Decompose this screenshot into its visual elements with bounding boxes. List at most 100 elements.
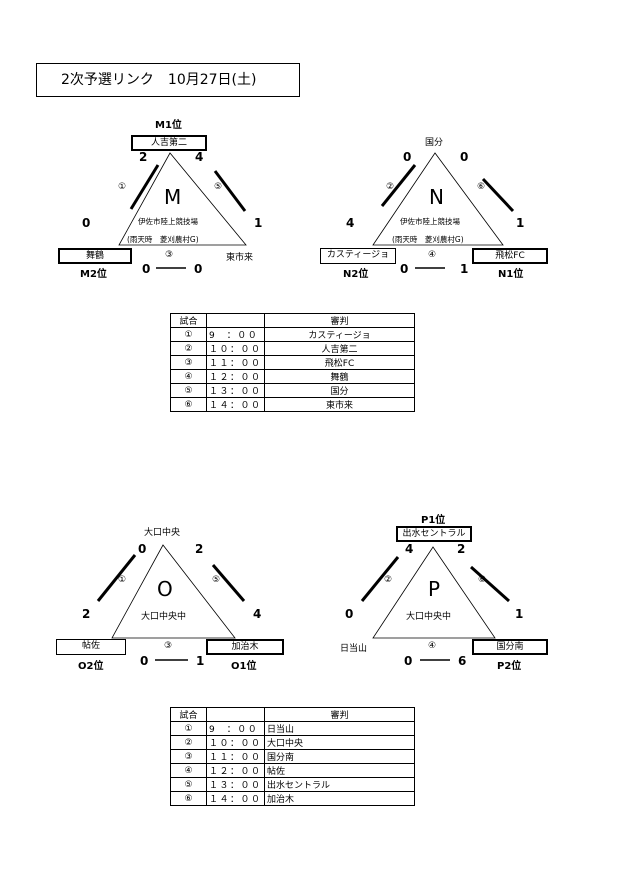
match-number: ② [170, 735, 207, 750]
match-number: ⑥ [170, 791, 207, 806]
group-m-venue: 伊佐市陸上競技場 [138, 217, 198, 226]
group-n-venue-alt: (雨天時 菱刈農村G) [392, 235, 464, 244]
group-n-top-team: 国分 [425, 138, 444, 148]
match-time: １１：００ [206, 749, 265, 764]
page-title: 2次予選リンク 10月27日(土) [36, 63, 300, 97]
group-m-letter: M [164, 185, 182, 209]
referee-team: 日当山 [264, 721, 415, 736]
group-n-left-rank: N2位 [343, 269, 369, 280]
referee-team: 国分南 [264, 749, 415, 764]
header-time [206, 313, 265, 328]
group-n-letter: N [429, 185, 444, 209]
group-n-score-left: 4 [346, 216, 355, 230]
group-m-match-1: ① [118, 182, 127, 192]
group-m-score-right: 1 [254, 216, 263, 230]
match-time: １０：００ [206, 735, 265, 750]
match-time: 9 ：００ [206, 721, 265, 736]
group-m-right-team: 東市来 [226, 253, 254, 263]
group-m-venue-alt: (雨天時 菱刈農村G) [127, 235, 199, 244]
match-number: ⑤ [170, 777, 207, 792]
group-n-match-4: ④ [428, 250, 437, 260]
group-p-right-team: 国分南 [472, 639, 548, 655]
match-time: 9 ：００ [206, 327, 265, 342]
group-n-match-2: ② [386, 182, 395, 192]
group-p-score-top-right: 2 [457, 542, 466, 556]
group-p-diagram: P1位 出水セントラル 4 2 ② ⑥ P 0 1 大口中央中 日当山 ④ 国分… [320, 510, 560, 672]
group-p-score-right: 1 [515, 607, 524, 621]
header-match: 試合 [170, 707, 207, 722]
group-n-score-bottom-left: 0 [400, 262, 409, 276]
group-p-match-2: ② [384, 575, 393, 585]
referee-team: 加治木 [264, 791, 415, 806]
group-m-match-3: ③ [165, 250, 174, 260]
group-o-score-right: 4 [253, 607, 262, 621]
group-p-venue: 大口中央中 [406, 612, 452, 622]
group-m-score-left: 0 [82, 216, 91, 230]
group-n-score-top-left: 0 [403, 150, 412, 164]
group-m-match-5: ⑤ [214, 182, 223, 192]
group-o-score-top-left: 0 [138, 542, 147, 556]
match-time: １２：００ [206, 369, 265, 384]
group-p-score-top-left: 4 [405, 542, 414, 556]
group-o-triangle [96, 544, 246, 661]
group-p-top-rank: P1位 [421, 515, 446, 526]
group-m-diagram: M1位 人吉第二 2 4 ① ⑤ M 0 1 伊佐市陸上競技場 (雨天時 菱刈農… [58, 110, 300, 280]
match-number: ① [170, 721, 207, 736]
group-n-triangle [372, 152, 515, 269]
match-time: １３：００ [206, 777, 265, 792]
group-m-left-team: 舞鶴 [58, 248, 132, 264]
group-o-score-top-right: 2 [195, 542, 204, 556]
group-n-match-6: ⑥ [477, 182, 486, 192]
referee-team: 東市来 [264, 397, 415, 412]
table-header-row: 試合 審判 [170, 707, 415, 722]
group-o-right-rank: O1位 [231, 661, 257, 672]
group-o-venue: 大口中央中 [141, 612, 187, 622]
match-number: ① [170, 327, 207, 342]
group-o-left-rank: O2位 [78, 661, 104, 672]
header-referee: 審判 [264, 313, 415, 328]
group-p-score-bottom-left: 0 [404, 654, 413, 668]
match-number: ④ [170, 369, 207, 384]
group-n-venue: 伊佐市陸上競技場 [400, 217, 460, 226]
match-time: １１：００ [206, 355, 265, 370]
match-time: １４：００ [206, 397, 265, 412]
group-o-score-bottom-left: 0 [140, 654, 149, 668]
group-p-left-team: 日当山 [340, 644, 368, 654]
group-o-score-bottom-right: 1 [196, 654, 205, 668]
match-time: １０：００ [206, 341, 265, 356]
group-n-score-top-right: 0 [460, 150, 469, 164]
group-p-match-4: ④ [428, 641, 437, 651]
match-time: １４：００ [206, 791, 265, 806]
group-p-match-6: ⑥ [478, 575, 487, 585]
group-m-score-top-right: 4 [195, 150, 204, 164]
referee-team: 国分 [264, 383, 415, 398]
group-n-score-bottom-right: 1 [460, 262, 469, 276]
group-p-right-rank: P2位 [497, 661, 522, 672]
match-number: ② [170, 341, 207, 356]
group-p-score-left: 0 [345, 607, 354, 621]
group-o-match-3: ③ [164, 641, 173, 651]
group-n-right-team: 飛松FC [472, 248, 548, 264]
match-number: ④ [170, 763, 207, 778]
group-m-top-rank: M1位 [155, 120, 182, 131]
match-number: ③ [170, 749, 207, 764]
group-m-score-bottom-left: 0 [142, 262, 151, 276]
match-number: ③ [170, 355, 207, 370]
group-o-letter: O [157, 577, 173, 601]
group-o-left-team: 帖佐 [56, 639, 126, 655]
match-number: ⑥ [170, 397, 207, 412]
referee-team: 出水セントラル [264, 777, 415, 792]
match-number: ⑤ [170, 383, 207, 398]
